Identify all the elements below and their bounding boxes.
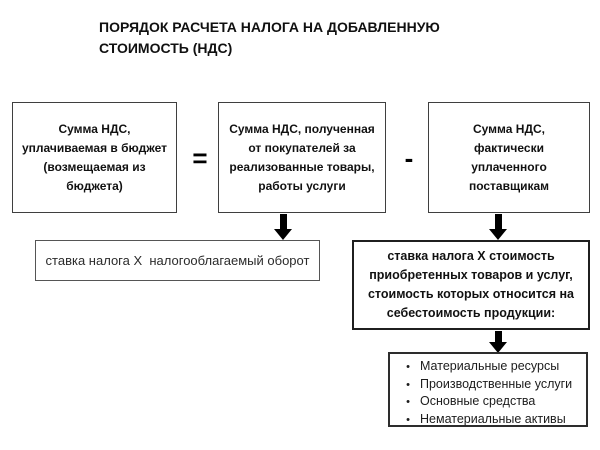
bullet-icon: • bbox=[406, 413, 410, 426]
arrow-stem bbox=[494, 331, 502, 342]
arrow-head bbox=[489, 342, 507, 353]
arrow-stem bbox=[494, 214, 502, 229]
page-title: ПОРЯДОК РАСЧЕТА НАЛОГА НА ДОБАВЛЕННУЮ СТ… bbox=[99, 19, 440, 56]
list-item-label: Производственные услуги bbox=[420, 376, 573, 391]
box-vat-received-from-buyers: Сумма НДС, полученная от покупателей за … bbox=[218, 102, 386, 213]
box-cost-text: ставка налога X стоимость приобретенных … bbox=[367, 249, 575, 320]
arrow-head bbox=[489, 229, 507, 240]
down-arrow-icon bbox=[489, 331, 507, 353]
box-taxable-turnover-text: ставка налога X налогооблагаемый оборот bbox=[45, 252, 310, 268]
list-item: • Материальные ресурсы bbox=[396, 358, 582, 376]
down-arrow-icon bbox=[489, 214, 507, 240]
box-vat-paid-text: Сумма НДС, фактически уплаченного постав… bbox=[468, 121, 550, 193]
list-item-label: Материальные ресурсы bbox=[420, 359, 560, 373]
bullet-icon: • bbox=[406, 361, 410, 373]
box-cost-components-list: • Материальные ресурсы • Производственны… bbox=[388, 352, 588, 427]
bullet-icon: • bbox=[406, 378, 410, 391]
list-item: • Основные средства bbox=[396, 393, 582, 411]
arrow-stem bbox=[279, 214, 287, 229]
minus-sign: - bbox=[404, 143, 414, 173]
box-vat-payable-text: Сумма НДС, уплачиваемая в бюджет (возмещ… bbox=[22, 121, 167, 193]
down-arrow-icon bbox=[274, 214, 292, 240]
list-item-label: Нематериальные активы bbox=[420, 411, 566, 426]
box-vat-paid-to-suppliers: Сумма НДС, фактически уплаченного постав… bbox=[428, 102, 590, 213]
cost-components-list: • Материальные ресурсы • Производственны… bbox=[396, 358, 582, 428]
equals-sign: = bbox=[192, 143, 208, 173]
list-item: • Производственные услуги bbox=[396, 376, 582, 394]
box-taxable-turnover: ставка налога X налогооблагаемый оборот bbox=[35, 240, 320, 281]
list-item: • Нематериальные активы bbox=[396, 411, 582, 429]
arrow-head bbox=[274, 229, 292, 240]
bullet-icon: • bbox=[406, 396, 410, 408]
list-item-label: Основные средства bbox=[420, 394, 536, 408]
box-vat-payable-to-budget: Сумма НДС, уплачиваемая в бюджет (возмещ… bbox=[12, 102, 177, 213]
box-vat-received-text: Сумма НДС, полученная от покупателей за … bbox=[229, 121, 375, 193]
box-cost-of-purchased-goods: ставка налога X стоимость приобретенных … bbox=[352, 240, 590, 330]
